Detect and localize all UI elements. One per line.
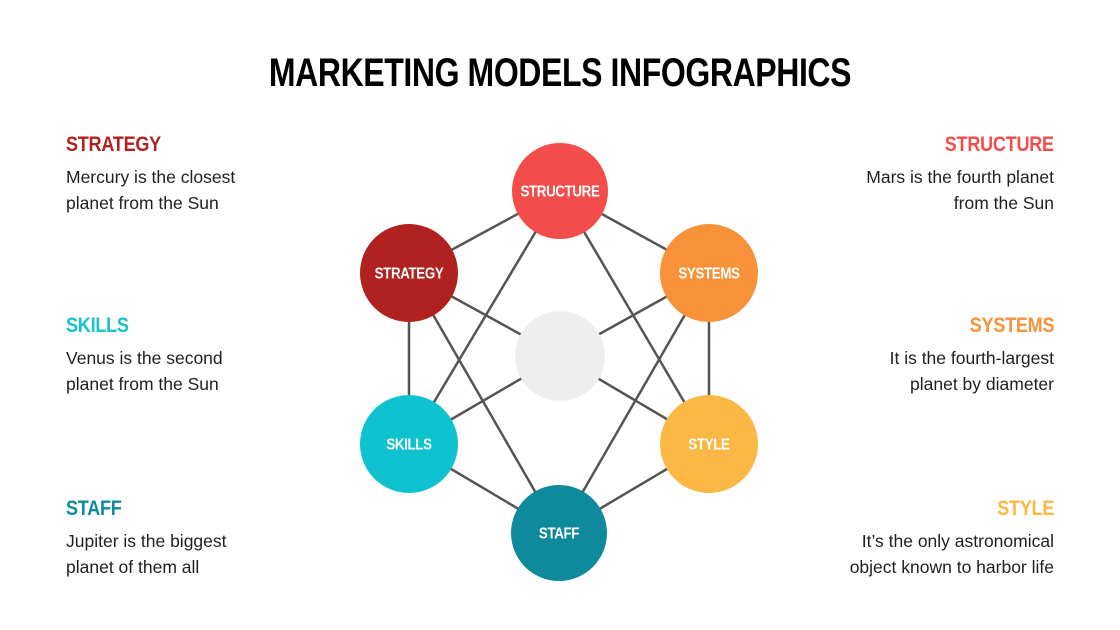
info-block-skills: SKILLS Venus is the second planet from t…	[66, 313, 326, 397]
node-label-staff: STAFF	[539, 526, 580, 543]
description-strategy: Mercury is the closest planet from the S…	[66, 167, 236, 213]
heading-staff: STAFF	[66, 497, 122, 520]
info-block-systems: SYSTEMS It is the fourth-largest planet …	[794, 313, 1055, 397]
heading-structure: STRUCTURE	[944, 133, 1054, 156]
node-label-style: STYLE	[688, 437, 730, 454]
edge-systems-staff	[557, 272, 711, 534]
heading-skills: SKILLS	[66, 314, 129, 337]
node-label-structure: STRUCTURE	[521, 184, 601, 201]
node-circle-strategy	[360, 224, 458, 322]
node-circle-systems	[660, 224, 758, 322]
center-node	[515, 311, 605, 401]
info-block-staff: STAFF Jupiter is the biggest planet of t…	[66, 496, 326, 580]
node-circle-structure	[512, 143, 608, 239]
info-block-structure: STRUCTURE Mars is the fourth planet from…	[794, 132, 1054, 216]
description-skills: Venus is the second planet from the Sun	[66, 348, 223, 394]
heading-strategy: STRATEGY	[66, 133, 161, 156]
diagram-nodes: STRUCTURE STRATEGY SYSTEMS SKILLS STYLE STAFF	[360, 143, 758, 581]
node-circle-skills	[360, 395, 458, 493]
page-title: MARKETING MODELS INFOGRAPHICS	[268, 51, 852, 95]
info-block-style: STYLE It’s the only astronomical object …	[794, 496, 1055, 580]
node-circle-staff	[511, 485, 607, 581]
node-staff: STAFF	[511, 485, 607, 581]
node-circle-style	[660, 395, 758, 493]
node-skills: SKILLS	[360, 395, 458, 493]
edge-structure-skills	[407, 190, 562, 445]
edge-strategy-staff	[407, 272, 561, 534]
heading-systems: SYSTEMS	[969, 314, 1054, 337]
description-structure: Mars is the fourth planet from the Sun	[866, 167, 1054, 213]
node-strategy: STRATEGY	[360, 224, 458, 322]
node-style: STYLE	[660, 395, 758, 493]
heading-style: STYLE	[997, 497, 1054, 520]
node-systems: SYSTEMS	[660, 224, 758, 322]
description-style: It’s the only astronomical object known …	[849, 531, 1054, 577]
node-label-systems: SYSTEMS	[678, 266, 740, 283]
description-systems: It is the fourth-largest planet by diame…	[889, 348, 1054, 394]
node-label-strategy: STRATEGY	[375, 266, 444, 283]
info-block-strategy: STRATEGY Mercury is the closest planet f…	[66, 132, 326, 216]
node-label-skills: SKILLS	[386, 437, 432, 454]
description-staff: Jupiter is the biggest planet of them al…	[66, 531, 227, 577]
node-structure: STRUCTURE	[512, 143, 608, 239]
